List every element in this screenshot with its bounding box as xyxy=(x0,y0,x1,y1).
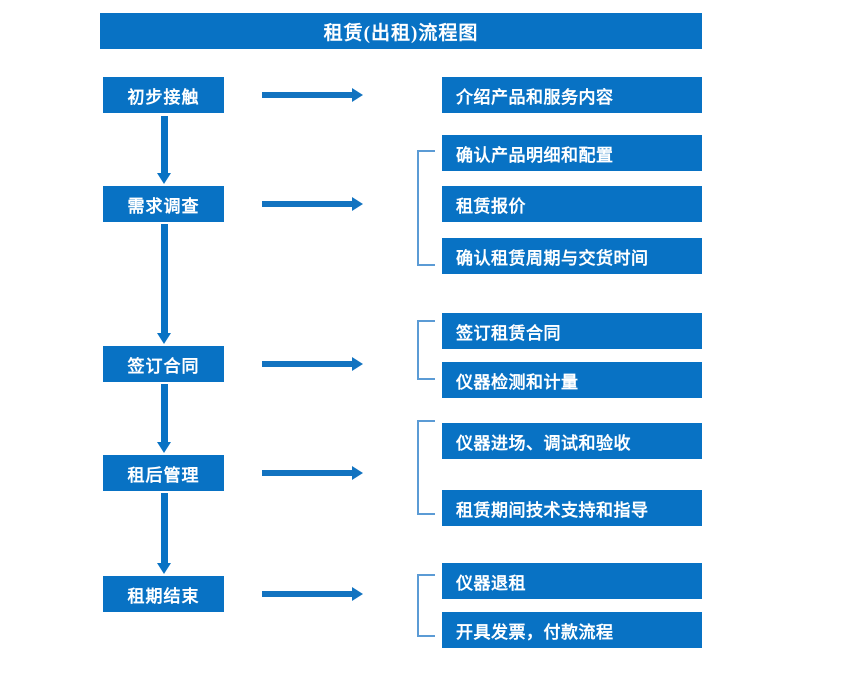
down-arrow-icon-4 xyxy=(157,493,171,574)
down-arrow-icon-1 xyxy=(157,116,171,184)
group-bracket-2 xyxy=(417,150,435,266)
stage-box-3[interactable]: 签订合同 xyxy=(103,346,224,382)
down-arrow-icon-2 xyxy=(157,224,171,344)
detail-box-9[interactable]: 仪器退租 xyxy=(442,563,702,599)
chart-title: 租赁(出租)流程图 xyxy=(100,13,702,49)
right-arrow-icon-4 xyxy=(262,466,363,480)
detail-box-8[interactable]: 租赁期间技术支持和指导 xyxy=(442,490,702,526)
detail-box-10[interactable]: 开具发票，付款流程 xyxy=(442,612,702,648)
stage-box-4[interactable]: 租后管理 xyxy=(103,455,224,491)
detail-box-2[interactable]: 确认产品明细和配置 xyxy=(442,135,702,171)
detail-box-1[interactable]: 介绍产品和服务内容 xyxy=(442,77,702,113)
detail-box-5[interactable]: 签订租赁合同 xyxy=(442,313,702,349)
right-arrow-icon-5 xyxy=(262,587,363,601)
group-bracket-3 xyxy=(417,320,435,380)
group-bracket-4 xyxy=(417,420,435,515)
stage-box-1[interactable]: 初步接触 xyxy=(103,77,224,113)
detail-box-7[interactable]: 仪器进场、调试和验收 xyxy=(442,423,702,459)
detail-box-4[interactable]: 确认租赁周期与交货时间 xyxy=(442,238,702,274)
stage-box-2[interactable]: 需求调查 xyxy=(103,186,224,222)
right-arrow-icon-2 xyxy=(262,197,363,211)
detail-box-3[interactable]: 租赁报价 xyxy=(442,186,702,222)
detail-box-6[interactable]: 仪器检测和计量 xyxy=(442,362,702,398)
right-arrow-icon-1 xyxy=(262,88,363,102)
right-arrow-icon-3 xyxy=(262,357,363,371)
down-arrow-icon-3 xyxy=(157,384,171,453)
stage-box-5[interactable]: 租期结束 xyxy=(103,576,224,612)
group-bracket-5 xyxy=(417,574,435,637)
